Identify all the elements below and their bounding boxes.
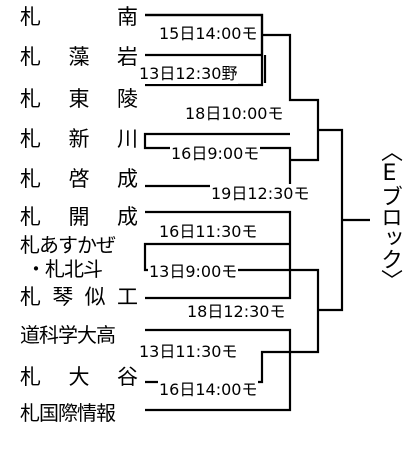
team-char: 札 — [20, 285, 41, 309]
team-char: 開 — [68, 205, 90, 229]
match-label-2: 13日12:30野 — [138, 64, 239, 84]
bracket-line-moiwa — [145, 53, 264, 87]
team-char: 似 — [84, 285, 106, 309]
match-label-4: 16日9:00モ — [170, 144, 261, 164]
match-label-6: 16日11:30モ — [158, 222, 259, 242]
match-label-8: 18日12:30モ — [186, 302, 287, 322]
team-char: 川 — [117, 127, 138, 151]
team-char: 道科学大高 — [20, 323, 116, 347]
team-char: 札 — [20, 167, 41, 191]
team-sapporo-asukaze-line1: 札あすかぜ — [20, 232, 138, 258]
match-label-1: 15日14:00モ — [158, 24, 259, 44]
team-char: 岩 — [117, 45, 138, 69]
team-sapporo-kaisei: 札 開 成 — [20, 204, 138, 230]
match-label-5: 19日12:30モ — [210, 184, 311, 204]
team-char: 谷 — [117, 365, 138, 389]
team-char: 札 — [20, 5, 41, 29]
team-dokagakudaiko: 道科学大高 — [20, 322, 138, 348]
team-sapporo-otani: 札 大 谷 — [20, 364, 138, 390]
block-label: 〈Eブロック〉 — [377, 140, 402, 290]
team-sapporo-minami: 札 南 — [20, 4, 138, 30]
team-char: 工 — [116, 285, 138, 309]
match-label-7: 13日9:00モ — [148, 262, 239, 282]
match-label-3: 18日10:00モ — [184, 104, 285, 124]
team-sapporo-kokusaijoho: 札国際情報 — [20, 400, 138, 426]
team-char: 札 — [20, 205, 41, 229]
team-sapporo-hokuto-line2: ・札北斗 — [26, 256, 144, 282]
team-char: 大 — [68, 365, 90, 389]
team-char: 新 — [68, 127, 90, 151]
team-char: 東 — [68, 87, 90, 111]
team-char: 琴 — [52, 285, 74, 309]
team-char: 札 — [20, 45, 41, 69]
bracket-line-final — [318, 128, 370, 312]
team-sapporo-kotoniko: 札 琴 似 工 — [20, 284, 138, 310]
team-char: 陵 — [117, 87, 138, 111]
match-label-9: 13日11:30モ — [138, 342, 239, 362]
team-sapporo-moiwa: 札 藻 岩 — [20, 44, 138, 70]
team-char: 札 — [20, 87, 41, 111]
match-label-10: 16日14:00モ — [158, 380, 259, 400]
team-char: 札国際情報 — [20, 401, 116, 425]
bracket-line-kaisei — [143, 210, 320, 412]
team-char: ・札北斗 — [26, 257, 103, 281]
team-char: 藻 — [68, 45, 90, 69]
team-char: 啓 — [68, 167, 90, 191]
bracket-line-r1-tozan-top — [145, 13, 264, 55]
team-sapporo-shinkawa: 札 新 川 — [20, 126, 138, 152]
team-sapporo-toryo: 札 東 陵 — [20, 86, 138, 112]
team-sapporo-keisei: 札 啓 成 — [20, 166, 138, 192]
team-char: 成 — [117, 167, 138, 191]
team-char: 札 — [20, 127, 41, 151]
team-char: 札あすかぜ — [20, 233, 116, 257]
team-char: 札 — [20, 365, 41, 389]
team-char: 南 — [117, 5, 138, 29]
team-char: 成 — [117, 205, 138, 229]
